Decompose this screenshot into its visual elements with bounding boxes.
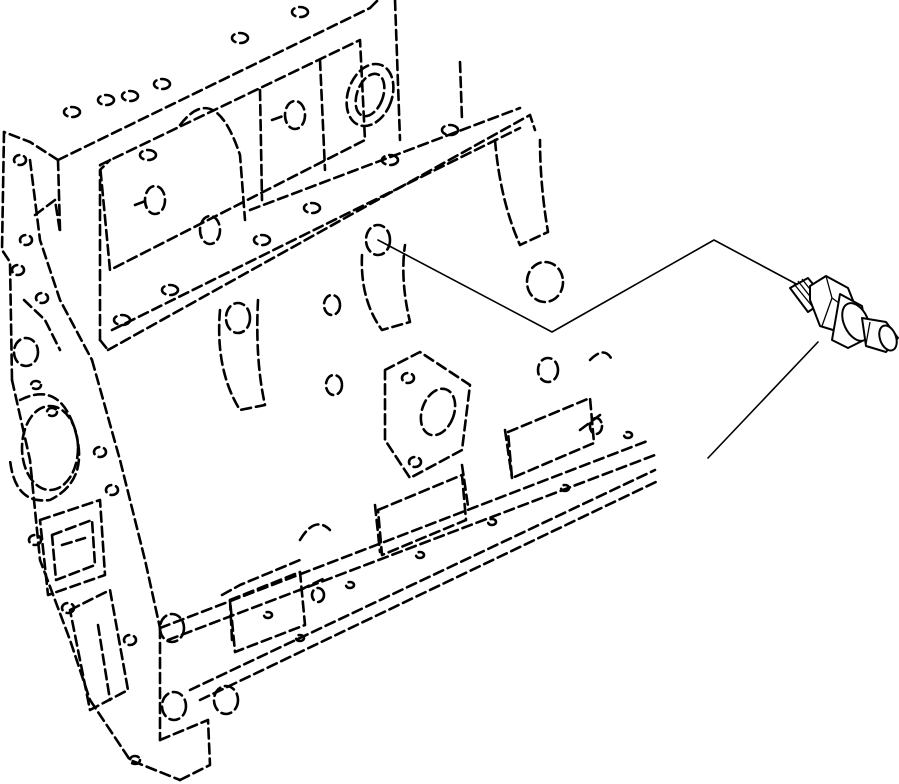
mounting-pad <box>383 350 472 480</box>
front-bolt-holes <box>10 153 240 766</box>
block-access-covers <box>228 396 596 654</box>
rail-holes <box>262 430 634 643</box>
leader-lines <box>377 239 819 459</box>
engine-block <box>0 0 662 782</box>
pressure-sensor <box>789 275 899 353</box>
block-front-end <box>0 130 212 782</box>
block-side-details <box>536 351 614 436</box>
block-bosses <box>133 99 307 246</box>
block-top-deck <box>2 0 464 232</box>
sensor-collar <box>831 293 871 349</box>
deck-bolt-holes <box>62 5 460 327</box>
block-upper-face <box>98 38 522 272</box>
block-flange-frame <box>98 113 537 352</box>
sensor-terminal <box>861 317 899 353</box>
block-ribs <box>217 138 565 412</box>
